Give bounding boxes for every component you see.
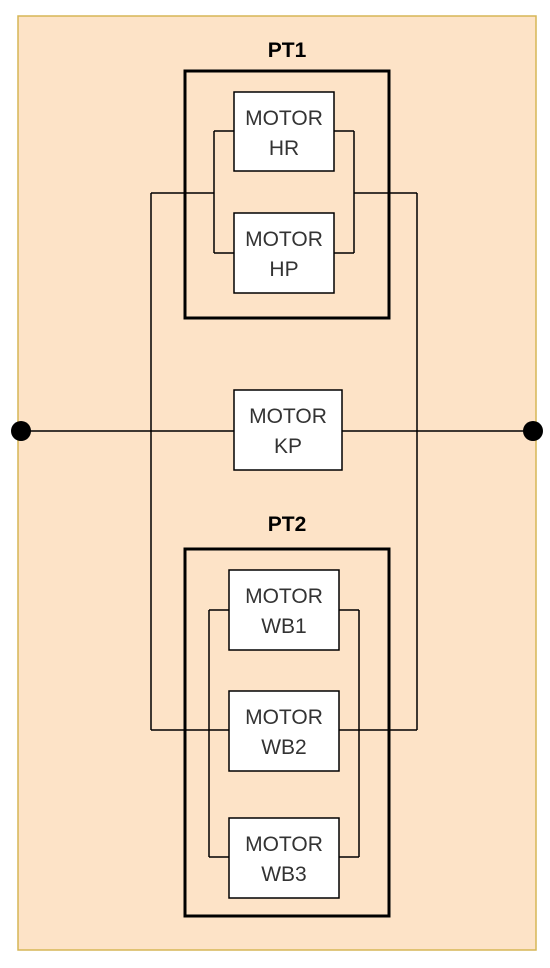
motor-kp-line1: MOTOR [249, 405, 327, 428]
group-pt2-border [183, 547, 391, 918]
motor-hr-line2: HR [269, 137, 299, 160]
motor-wb3-line1: MOTOR [245, 833, 323, 856]
motor-wb2-box [228, 690, 340, 772]
connection-wires [20, 130, 534, 858]
motor-wb1-line1: MOTOR [245, 585, 323, 608]
motor-hp-line2: HP [269, 258, 298, 281]
motor-wb1-box [228, 569, 340, 651]
motor-wb2-line1: MOTOR [245, 706, 323, 729]
motor-wb2: MOTOR WB2 [228, 690, 340, 772]
group-pt1: PT1 [183, 39, 391, 320]
motor-hp: MOTOR HP [233, 212, 335, 294]
group-pt1-border [183, 69, 391, 320]
motor-hr: MOTOR HR [233, 91, 335, 172]
motor-kp-box [233, 389, 343, 471]
terminal-left [11, 421, 31, 441]
motor-wb1: MOTOR WB1 [228, 569, 340, 651]
motor-kp-line2: KP [274, 435, 302, 458]
group-pt2: PT2 [183, 513, 391, 918]
motor-hr-box [233, 91, 335, 172]
motor-wb2-line2: WB2 [261, 736, 307, 759]
motor-hp-box [233, 212, 335, 294]
motor-kp: MOTOR KP [233, 389, 343, 471]
group-pt2-label: PT2 [268, 513, 307, 536]
group-pt1-label: PT1 [268, 39, 307, 62]
motor-wb1-line2: WB1 [261, 615, 307, 638]
motor-hr-line1: MOTOR [245, 107, 323, 130]
motor-wb3-box [228, 817, 340, 899]
motor-wb3: MOTOR WB3 [228, 817, 340, 899]
motor-hp-line1: MOTOR [245, 228, 323, 251]
motor-wb3-line2: WB3 [261, 863, 307, 886]
terminal-right [523, 421, 543, 441]
